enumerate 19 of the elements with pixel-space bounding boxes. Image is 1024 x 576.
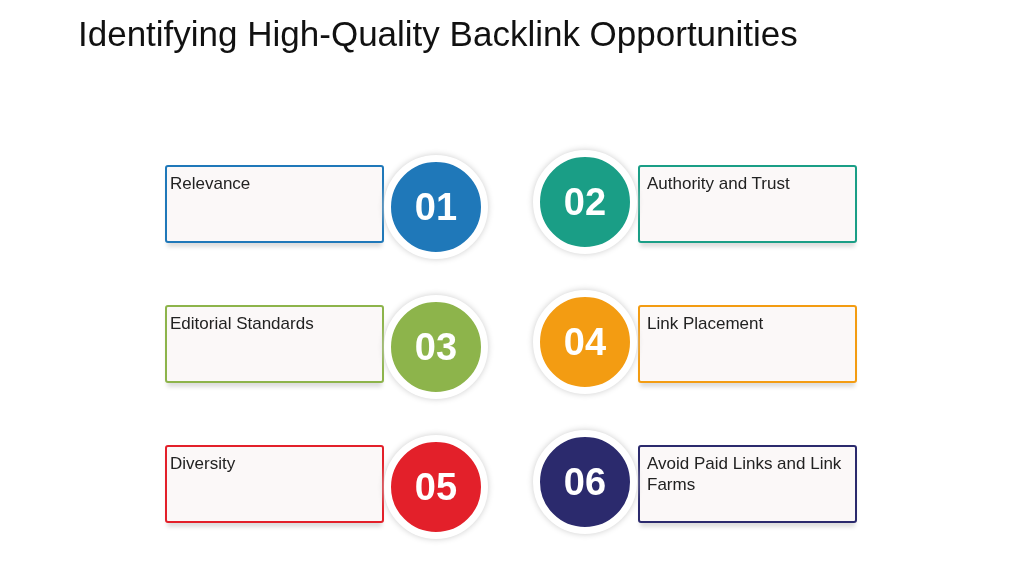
text-card xyxy=(165,305,384,383)
card-heading: Link Placement xyxy=(647,313,765,334)
step-number: 05 xyxy=(414,465,458,509)
step-number: 04 xyxy=(563,320,607,364)
card-heading: Diversity xyxy=(170,453,237,474)
step-number: 06 xyxy=(563,460,607,504)
title: Identifying High-Quality Backlink Opportunities xyxy=(78,14,798,54)
step-number: 01 xyxy=(414,185,458,229)
text-card xyxy=(638,305,857,383)
step-number: 02 xyxy=(563,180,607,224)
text-card xyxy=(165,445,384,523)
step-number: 03 xyxy=(414,325,458,369)
card-heading: Authority and Trust xyxy=(647,173,791,194)
card-heading: Avoid Paid Links and Link Farms xyxy=(647,453,843,495)
text-card xyxy=(165,165,384,243)
text-card xyxy=(638,445,857,523)
card-heading: Editorial Standards xyxy=(170,313,315,334)
card-heading: Relevance xyxy=(170,173,252,194)
text-card xyxy=(638,165,857,243)
